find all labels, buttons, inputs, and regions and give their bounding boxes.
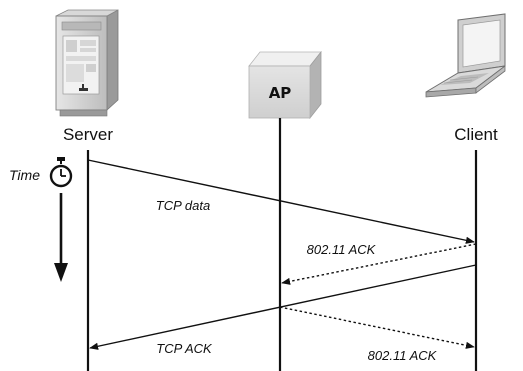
client-label: Client bbox=[454, 125, 498, 144]
ap-label: AP bbox=[269, 84, 292, 102]
server-tower-icon bbox=[55, 9, 119, 117]
laptop-icon bbox=[425, 13, 506, 98]
ack-ap-to-client-label: 802.11 ACK bbox=[368, 348, 438, 363]
tcp-data-label: TCP data bbox=[156, 198, 210, 213]
tcp-ack-arrow bbox=[89, 264, 477, 350]
access-point-box-icon bbox=[248, 50, 322, 120]
tcp-ack-label: TCP ACK bbox=[156, 341, 213, 356]
tcp-data-arrow bbox=[87, 159, 475, 244]
server-label: Server bbox=[63, 125, 113, 144]
time-label: Time bbox=[9, 167, 40, 183]
ack-ap-to-client-arrow bbox=[279, 306, 475, 349]
time-direction-arrow bbox=[54, 193, 68, 282]
stopwatch-icon bbox=[49, 157, 73, 188]
ack-client-to-ap-label: 802.11 ACK bbox=[307, 242, 377, 257]
